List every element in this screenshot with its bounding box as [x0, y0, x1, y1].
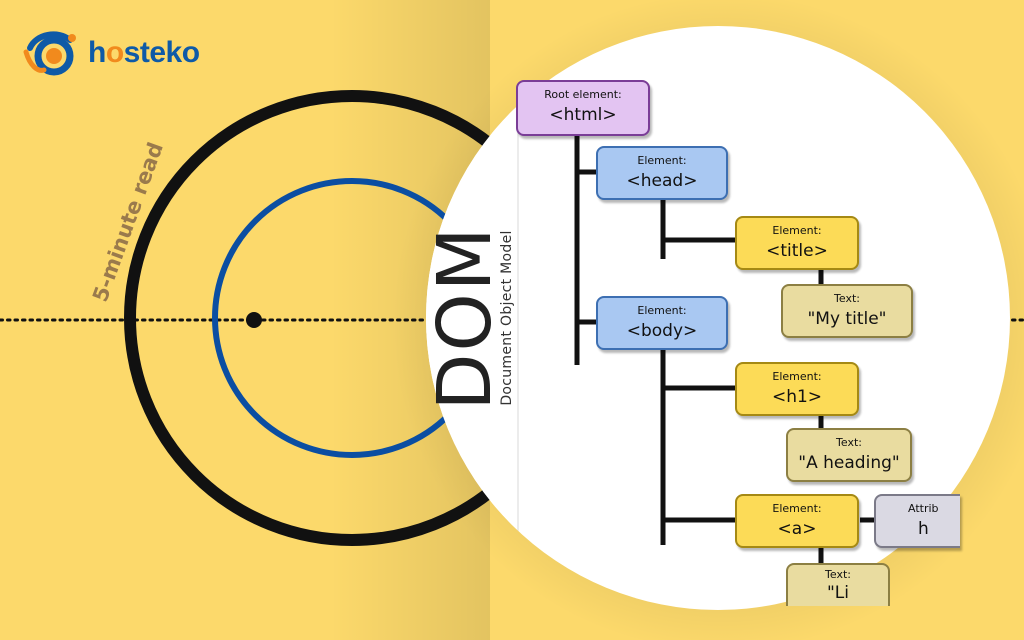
node-a-attribute: Attrib h [874, 494, 960, 548]
node-h1-text: Text: "A heading" [786, 428, 912, 482]
dom-title: DOM Document Object Model [422, 225, 515, 411]
node-title-text: Text: "My title" [781, 284, 913, 338]
node-body: Element: <body> [596, 296, 728, 350]
tree-connectors [574, 134, 874, 564]
dom-title-big: DOM [422, 225, 508, 411]
node-h1: Element: <h1> [735, 362, 859, 416]
node-a-text: Text: "Li [786, 563, 890, 606]
brand-logo[interactable]: hosteko [22, 26, 200, 80]
brand-wordmark: hosteko [88, 36, 200, 69]
node-root-html: Root element: <html> [516, 80, 650, 136]
node-title: Element: <title> [735, 216, 859, 270]
node-head: Element: <head> [596, 146, 728, 200]
hosteko-logo-icon [23, 31, 76, 76]
center-dot [246, 312, 262, 328]
node-a: Element: <a> [735, 494, 859, 548]
dom-title-sub: Document Object Model [499, 230, 515, 406]
